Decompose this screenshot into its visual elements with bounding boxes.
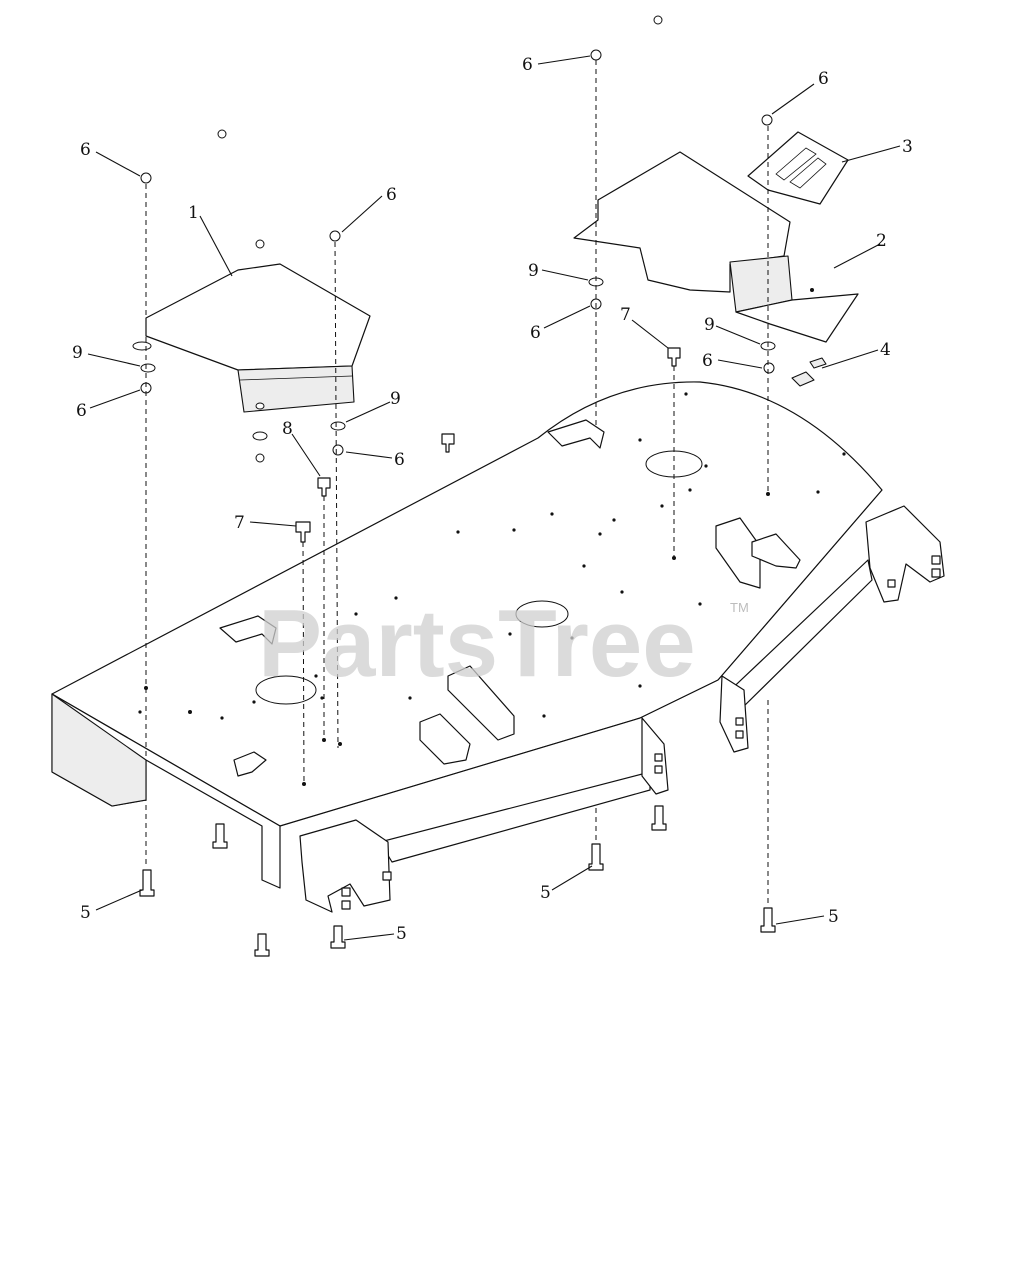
bolt-icon — [760, 907, 776, 933]
nut-icon — [255, 239, 265, 249]
deck-rear-rail — [379, 771, 651, 863]
callout-9: 9 — [72, 343, 83, 363]
mount-tab-left — [219, 615, 277, 645]
baffle-plate-right — [715, 517, 761, 589]
baffle-plate-center — [447, 665, 515, 741]
nut-icon — [590, 49, 602, 61]
callout-6: 6 — [530, 323, 541, 343]
bolt-icon — [317, 477, 331, 497]
callout-labels: 1 2 3 4 5 5 5 5 6 6 6 6 6 6 6 6 7 7 8 9 … — [72, 55, 913, 944]
bolt-icon — [330, 925, 346, 949]
bolt-icon — [212, 823, 228, 849]
mount-tab-rear — [547, 419, 605, 449]
callout-9: 9 — [704, 315, 715, 335]
callout-9: 9 — [390, 389, 401, 409]
washer-icon — [140, 363, 156, 373]
bolt-icon — [254, 933, 270, 957]
deck-left-side — [51, 693, 147, 807]
callout-6: 6 — [818, 69, 829, 89]
nut-icon — [761, 114, 773, 126]
callout-6: 6 — [522, 55, 533, 75]
nut-icon — [329, 230, 341, 242]
mount-tab-front — [233, 751, 267, 777]
nut-icon — [653, 15, 663, 25]
callout-5: 5 — [396, 924, 407, 944]
callout-5: 5 — [540, 883, 551, 903]
spindle-hole-right — [645, 450, 703, 478]
callout-6: 6 — [386, 185, 397, 205]
callout-5: 5 — [828, 907, 839, 927]
washer-icon — [330, 421, 346, 431]
spindle-hole-center — [515, 600, 569, 628]
cover-plate — [747, 131, 849, 205]
leader-lines — [87, 55, 901, 941]
assembly-lines — [145, 60, 769, 904]
nut-icon — [332, 444, 344, 456]
callout-4: 4 — [880, 340, 891, 360]
bolt-icon — [441, 433, 455, 453]
hitch-bracket-left — [299, 819, 391, 913]
callout-2: 2 — [876, 231, 887, 251]
baffle-plate-center-small — [419, 713, 471, 765]
bolt-icon — [588, 843, 604, 871]
callout-6: 6 — [80, 140, 91, 160]
belt-cover-right-flange — [735, 293, 859, 343]
callout-1: 1 — [188, 203, 199, 223]
callout-6: 6 — [394, 450, 405, 470]
callout-5: 5 — [80, 903, 91, 923]
pad — [791, 371, 815, 387]
bolt-icon — [295, 521, 311, 543]
bolt-icon — [651, 805, 667, 831]
callout-7: 7 — [234, 513, 245, 533]
baffle-plate-right-small — [751, 533, 801, 569]
watermark-brand: PartsTree — [258, 590, 696, 697]
fasteners — [139, 15, 776, 957]
callout-6: 6 — [702, 351, 713, 371]
spindle-hole-left — [255, 675, 317, 705]
washer-icon — [252, 431, 268, 441]
watermark-trademark: TM — [730, 600, 749, 615]
bolt-icon — [139, 869, 155, 897]
nut-icon — [217, 129, 227, 139]
belt-cover-left — [132, 263, 371, 413]
hitch-bracket-right-upper — [865, 505, 945, 603]
bolt-icon — [667, 347, 681, 367]
callout-6: 6 — [76, 401, 87, 421]
callout-7: 7 — [620, 305, 631, 325]
nut-icon — [140, 172, 152, 184]
nut-icon — [255, 453, 265, 463]
callout-8: 8 — [282, 419, 293, 439]
callout-3: 3 — [902, 137, 913, 157]
callout-9: 9 — [528, 261, 539, 281]
nut-icon — [763, 362, 775, 374]
belt-cover-right — [573, 151, 859, 343]
